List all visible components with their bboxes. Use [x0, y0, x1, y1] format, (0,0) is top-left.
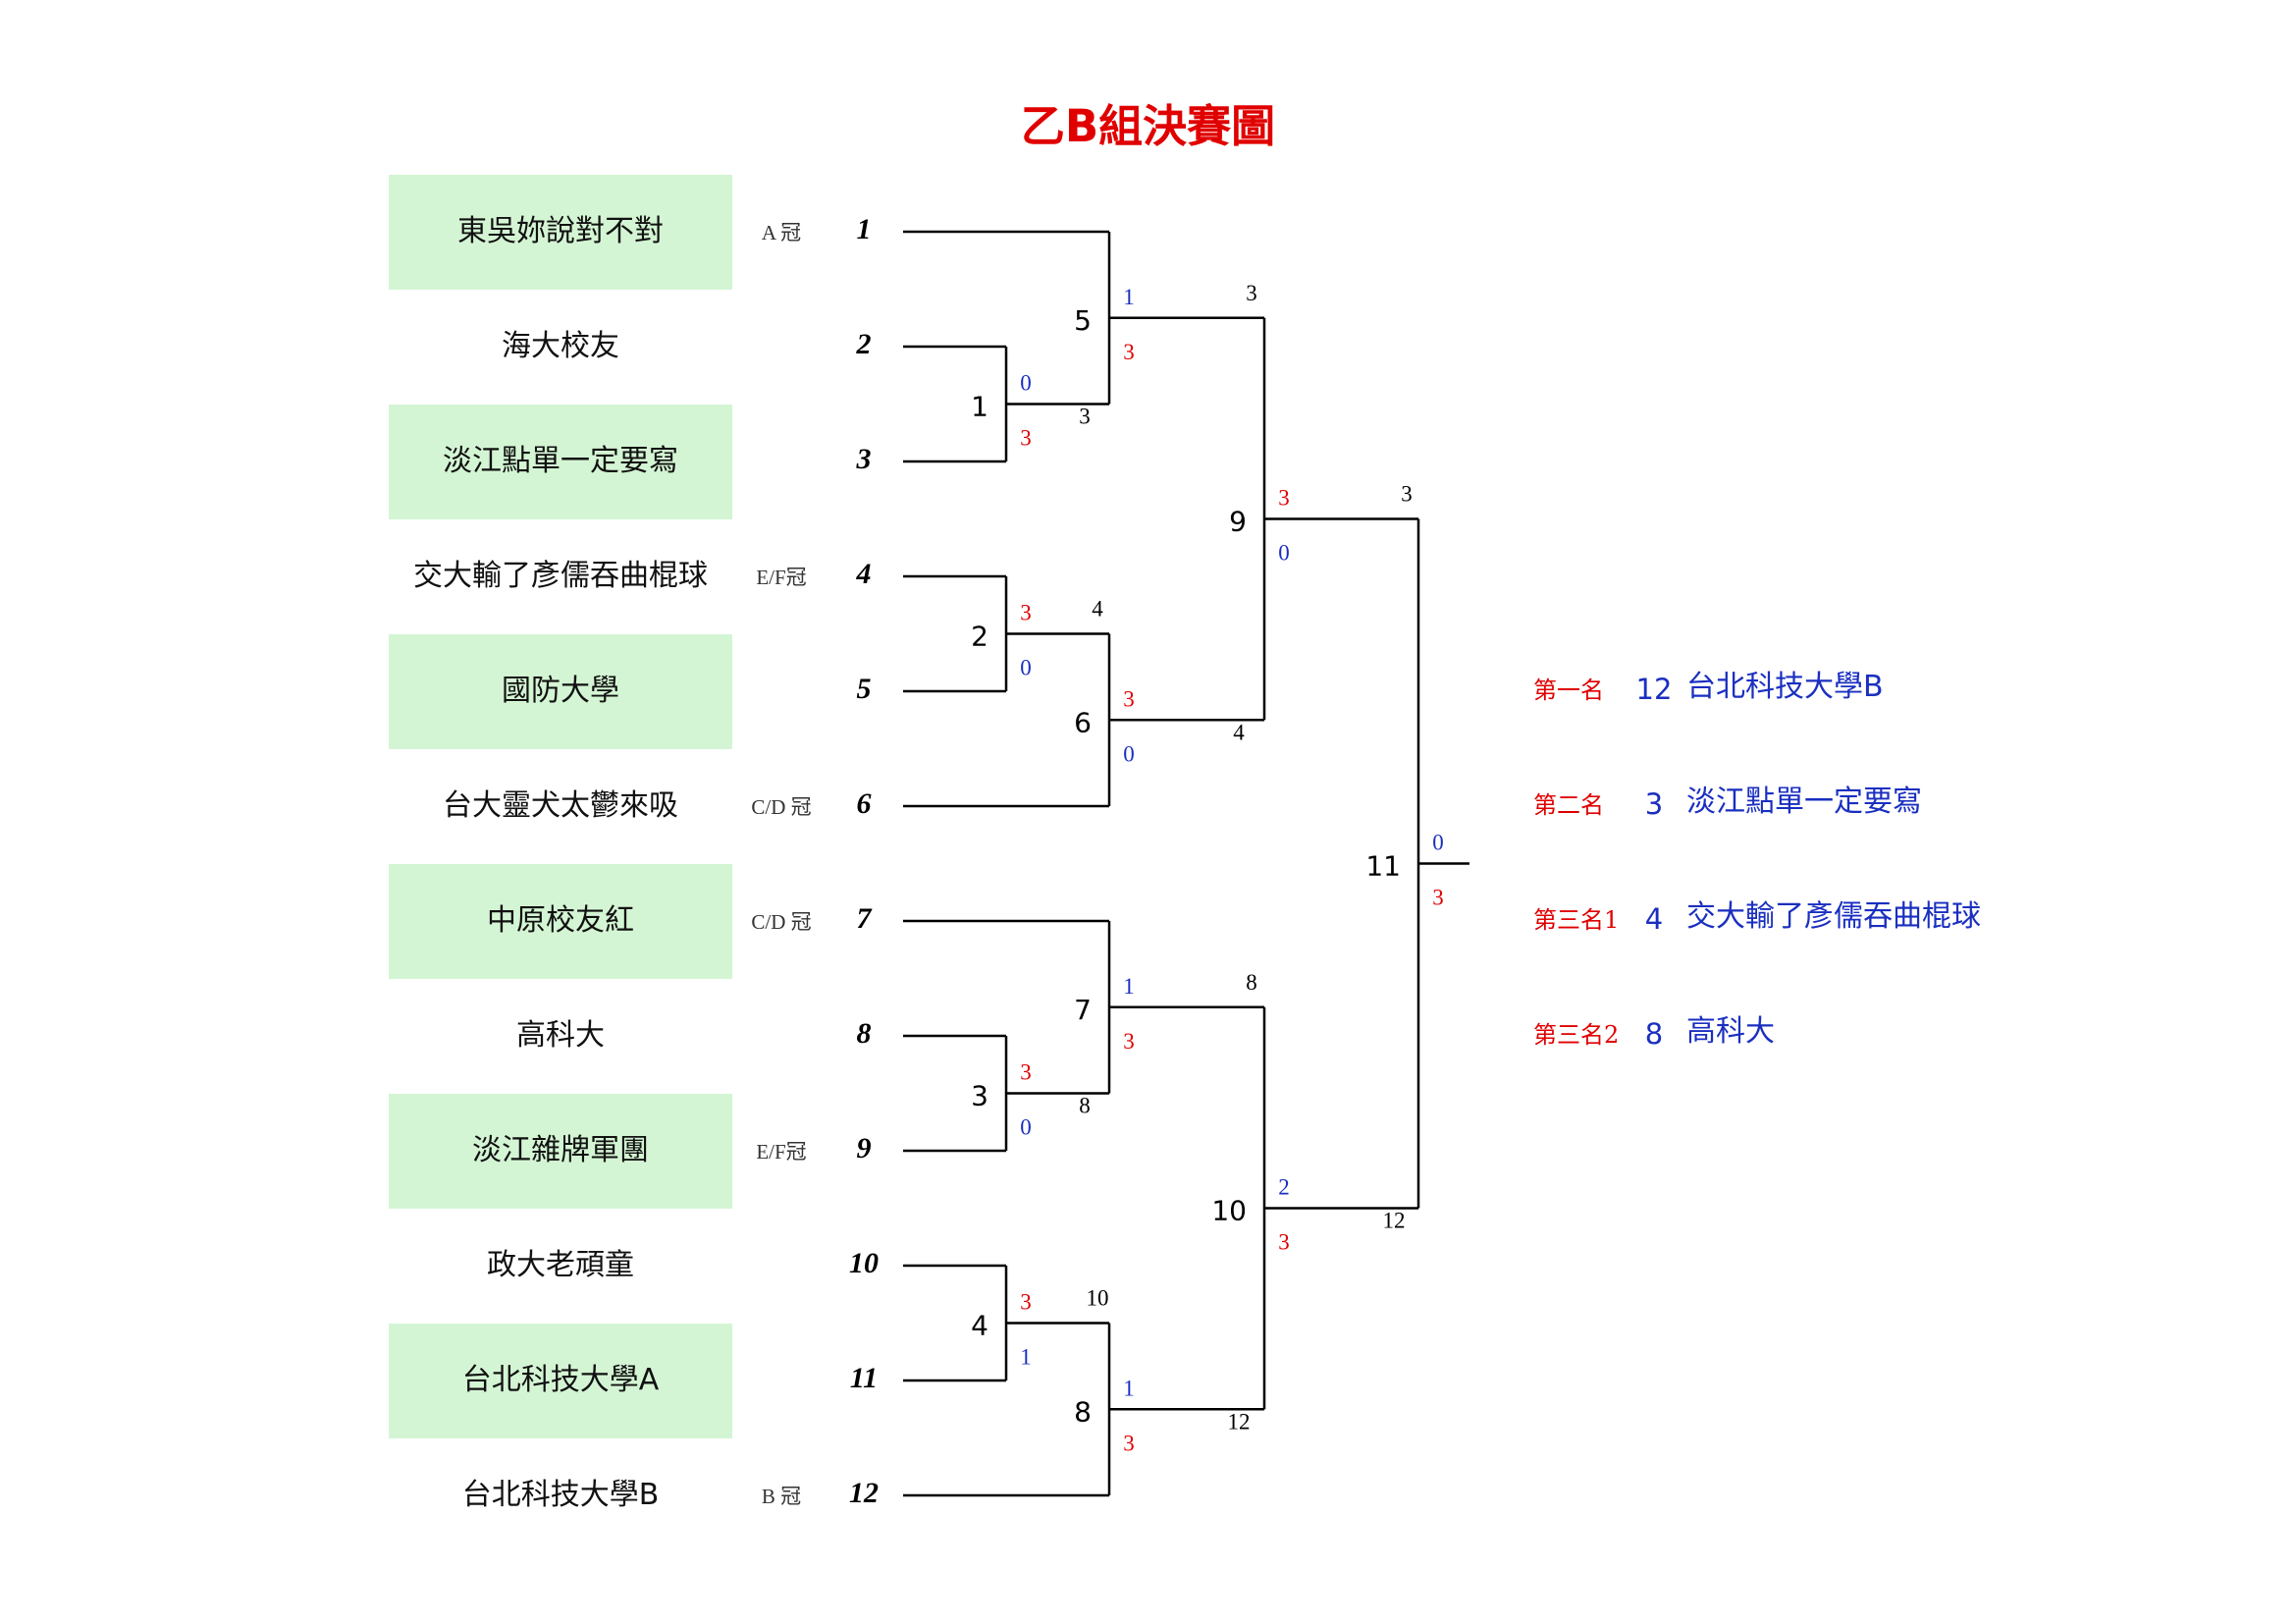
team-highlight — [389, 1094, 732, 1209]
team-name: 台大靈犬太鬱來吸 — [443, 788, 678, 823]
match-number: 8 — [1074, 1395, 1092, 1428]
winner-seed: 4 — [1233, 720, 1245, 744]
score-top: 0 — [1020, 371, 1032, 396]
seed-number: 12 — [849, 1477, 879, 1509]
team-name: 淡江雜牌軍團 — [472, 1133, 649, 1167]
seed-note: B 冠 — [761, 1485, 802, 1508]
team-highlight — [389, 864, 732, 979]
match-number: 4 — [971, 1310, 988, 1342]
team-name: 高科大 — [516, 1018, 605, 1053]
winner-seed: 3 — [1401, 482, 1413, 507]
seed-number: 1 — [856, 213, 872, 245]
score-top: 0 — [1432, 831, 1444, 855]
winner-seed: 12 — [1383, 1209, 1406, 1233]
winner-seed: 3 — [1079, 405, 1091, 429]
score-bottom: 3 — [1123, 1029, 1135, 1054]
seed-note: C/D 冠 — [751, 795, 812, 819]
score-bottom: 3 — [1123, 1431, 1135, 1455]
match-number: 9 — [1229, 506, 1247, 538]
seed-number: 2 — [856, 328, 872, 360]
rank-team: 淡江點單一定要寫 — [1686, 785, 1922, 819]
winner-seed: 12 — [1228, 1409, 1251, 1434]
score-bottom: 0 — [1020, 1115, 1032, 1140]
score-top: 3 — [1020, 1060, 1032, 1085]
score-bottom: 0 — [1278, 541, 1290, 566]
winner-seed: 4 — [1092, 597, 1103, 622]
team-highlight — [389, 405, 732, 519]
rank-label: 第二名 — [1533, 791, 1604, 819]
winner-seed: 8 — [1246, 970, 1257, 995]
seed-note: A 冠 — [761, 221, 802, 244]
rank-seed: 12 — [1635, 673, 1673, 706]
score-top: 3 — [1020, 601, 1032, 625]
score-top: 3 — [1020, 1290, 1032, 1315]
team-name: 交大輸了彥儒吞曲棍球 — [413, 559, 708, 593]
rank-label: 第三名2 — [1533, 1021, 1620, 1049]
score-bottom: 3 — [1278, 1230, 1290, 1255]
team-name: 中原校友紅 — [487, 903, 634, 938]
seed-note: E/F冠 — [756, 566, 807, 589]
rank-team: 高科大 — [1686, 1014, 1775, 1049]
seed-number: 7 — [856, 902, 872, 935]
score-bottom: 3 — [1020, 426, 1032, 451]
seed-number: 8 — [856, 1017, 872, 1050]
team-name: 台北科技大學B — [461, 1478, 660, 1512]
rank-label: 第三名1 — [1533, 906, 1620, 934]
seed-number: 9 — [856, 1132, 872, 1164]
team-name: 海大校友 — [502, 329, 619, 363]
seed-number: 4 — [856, 558, 872, 590]
rank-team: 台北科技大學B — [1686, 670, 1884, 704]
match-number: 7 — [1074, 994, 1092, 1026]
seed-note: C/D 冠 — [751, 910, 812, 934]
match-number: 11 — [1365, 850, 1401, 883]
rank-label: 第一名 — [1533, 677, 1604, 704]
match-number: 2 — [971, 621, 988, 653]
bracket-title: 乙B組決賽圖 — [1020, 100, 1276, 152]
score-top: 1 — [1123, 974, 1135, 999]
match-number: 1 — [971, 391, 988, 423]
team-name: 國防大學 — [502, 674, 619, 708]
score-bottom: 3 — [1123, 340, 1135, 364]
rank-team: 交大輸了彥儒吞曲棍球 — [1686, 899, 1981, 934]
team-highlight — [389, 1324, 732, 1438]
seed-number: 10 — [849, 1247, 879, 1279]
team-name: 東吳妳說對不對 — [457, 214, 664, 248]
rank-seed: 3 — [1644, 787, 1664, 821]
match-number: 10 — [1211, 1195, 1247, 1227]
score-bottom: 0 — [1123, 741, 1135, 766]
winner-seed: 3 — [1246, 281, 1257, 305]
score-bottom: 3 — [1432, 886, 1444, 910]
score-top: 3 — [1278, 486, 1290, 511]
team-highlight — [389, 175, 732, 290]
team-highlight — [389, 634, 732, 749]
team-name: 淡江點單一定要寫 — [443, 444, 678, 478]
score-bottom: 1 — [1020, 1345, 1032, 1370]
rank-seed: 4 — [1644, 902, 1664, 936]
team-name: 台北科技大學A — [461, 1363, 660, 1397]
winner-seed: 8 — [1079, 1094, 1091, 1118]
score-top: 2 — [1278, 1175, 1290, 1200]
match-number: 5 — [1074, 304, 1092, 337]
winner-seed: 10 — [1087, 1286, 1109, 1311]
match-number: 3 — [971, 1080, 988, 1112]
score-bottom: 0 — [1020, 656, 1032, 680]
match-number: 6 — [1074, 706, 1092, 738]
score-top: 1 — [1123, 1376, 1135, 1400]
score-top: 1 — [1123, 285, 1135, 309]
seed-note: E/F冠 — [756, 1140, 807, 1164]
seed-number: 6 — [856, 787, 872, 820]
seed-number: 11 — [849, 1362, 879, 1394]
rank-seed: 8 — [1644, 1017, 1664, 1051]
seed-number: 3 — [856, 443, 872, 475]
team-name: 政大老頑童 — [487, 1248, 634, 1282]
seed-number: 5 — [856, 673, 872, 705]
score-top: 3 — [1123, 686, 1135, 711]
